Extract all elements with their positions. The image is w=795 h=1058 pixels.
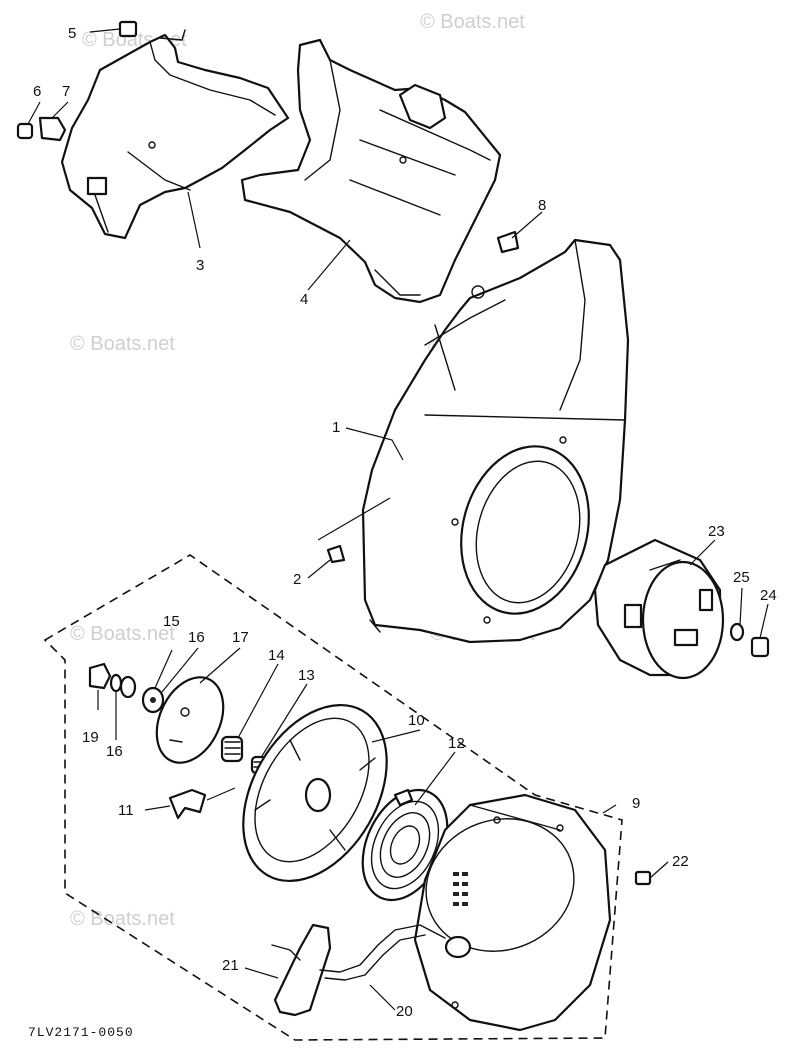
cover-part-4	[240, 38, 502, 304]
callout-24: 24	[760, 587, 777, 604]
callout-23: 23	[708, 523, 725, 540]
callout-1: 1	[332, 419, 340, 436]
callout-3: 3	[196, 257, 204, 274]
callout-6: 6	[33, 83, 41, 100]
callout-4: 4	[300, 291, 308, 308]
callout-5: 5	[68, 25, 76, 42]
starter-case-part-9	[413, 793, 612, 1032]
callout-15: 15	[163, 613, 180, 630]
fan-cup-part-23	[593, 538, 725, 680]
callout-25: 25	[733, 569, 750, 586]
callout-9: 9	[632, 795, 640, 812]
cover-part-3	[60, 29, 290, 240]
callout-2: 2	[293, 571, 301, 588]
callout-21: 21	[222, 957, 239, 974]
callout-12: 12	[448, 735, 465, 752]
callout-19: 19	[82, 729, 99, 746]
callout-16: 16	[188, 629, 205, 646]
pawl-part-11	[168, 788, 207, 820]
callout-8: 8	[538, 197, 546, 214]
recoil-starter-boundary	[43, 554, 623, 1041]
reel-part-10	[242, 703, 388, 883]
screw-part-22	[634, 870, 652, 886]
watermark: © Boats.net	[70, 623, 175, 645]
fan-housing-part-1	[361, 238, 630, 644]
callout-labels: 5 6 7 3 4 8 1 2 23 25 24 15 16 17 14 13 …	[33, 25, 777, 1020]
starter-nut-washers	[88, 662, 165, 714]
leader-lines	[27, 28, 769, 1011]
callout-11: 11	[118, 802, 134, 819]
callout-10: 10	[408, 712, 425, 729]
drawing-code: 7LV2171-0050	[28, 1025, 134, 1040]
callout-17: 17	[232, 629, 249, 646]
case-vent-slots	[453, 872, 468, 906]
callout-7: 7	[62, 83, 70, 100]
watermark: © Boats.net	[70, 333, 175, 355]
friction-plate-part-17	[155, 676, 225, 764]
watermark: © Boats.net	[420, 11, 525, 33]
callout-13: 13	[298, 667, 315, 684]
callout-22: 22	[672, 853, 689, 870]
callout-18: 16	[106, 743, 123, 760]
callout-20: 20	[396, 1003, 413, 1020]
watermark: © Boats.net	[70, 908, 175, 930]
fan-bolt-washer	[729, 622, 770, 658]
starter-handle-rope	[271, 923, 446, 1017]
callout-14: 14	[268, 647, 285, 664]
